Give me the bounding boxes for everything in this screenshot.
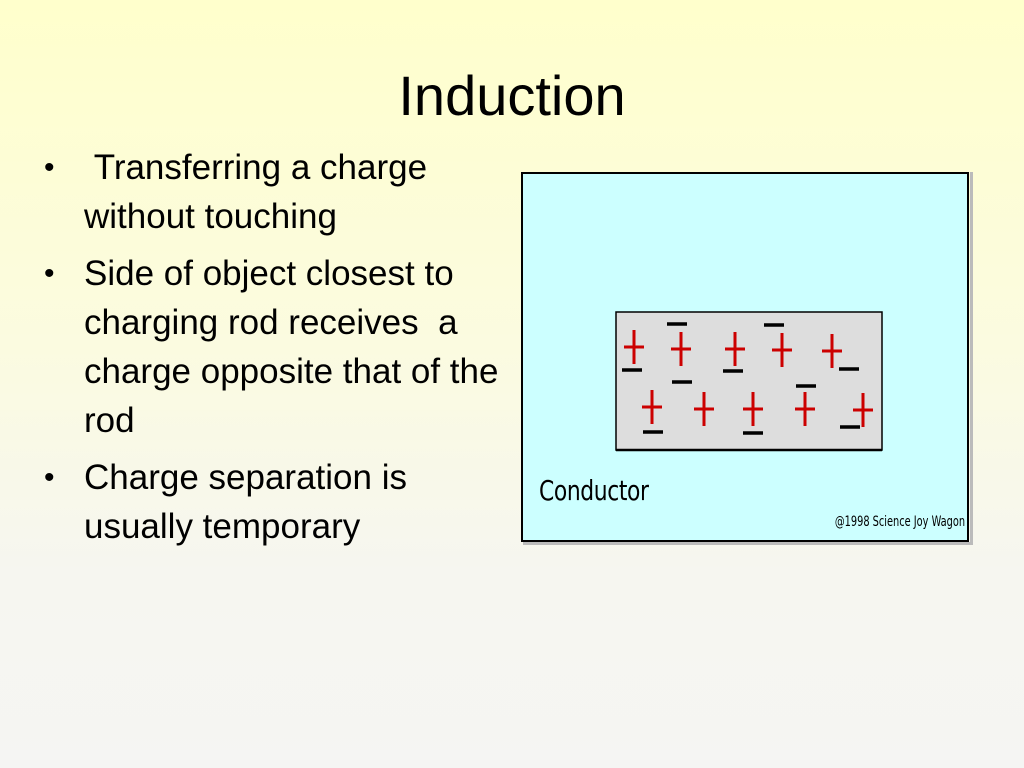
bullet-item: • Transferring a charge without touching bbox=[40, 143, 510, 241]
conductor-figure: Conductor @1998 Science Joy Wagon bbox=[521, 172, 969, 542]
bullet-marker: • bbox=[44, 257, 55, 290]
bullet-item: • Charge separation is usually temporary bbox=[40, 453, 510, 551]
bullet-text: Charge separation is usually temporary bbox=[84, 458, 407, 546]
positive-charge bbox=[624, 330, 644, 364]
figure-shadow-right bbox=[970, 172, 973, 545]
positive-charge bbox=[853, 393, 873, 427]
slide-title: Induction bbox=[398, 64, 626, 127]
positive-charge bbox=[822, 334, 842, 368]
bullet-text: Side of object closest to charging rod r… bbox=[84, 254, 509, 440]
positive-charge bbox=[725, 332, 745, 366]
bullet-marker: • bbox=[44, 461, 55, 494]
bullet-text: Transferring a charge without touching bbox=[84, 148, 437, 236]
charges-group bbox=[622, 322, 873, 435]
positive-charge bbox=[795, 392, 815, 426]
conductor-label: Conductor bbox=[539, 474, 649, 507]
conductor-body bbox=[615, 311, 883, 451]
positive-charge bbox=[743, 392, 763, 426]
positive-charge bbox=[694, 392, 714, 426]
figure-shadow-bottom bbox=[523, 542, 973, 545]
positive-charge bbox=[671, 332, 691, 366]
bullet-list: • Transferring a charge without touching… bbox=[40, 143, 510, 559]
positive-charge bbox=[772, 333, 792, 367]
bullet-item: • Side of object closest to charging rod… bbox=[40, 249, 510, 445]
copyright-text: @1998 Science Joy Wagon bbox=[834, 514, 965, 530]
bullet-marker: • bbox=[44, 151, 55, 184]
conductor-diagram bbox=[615, 311, 883, 452]
positive-charge bbox=[642, 390, 662, 424]
